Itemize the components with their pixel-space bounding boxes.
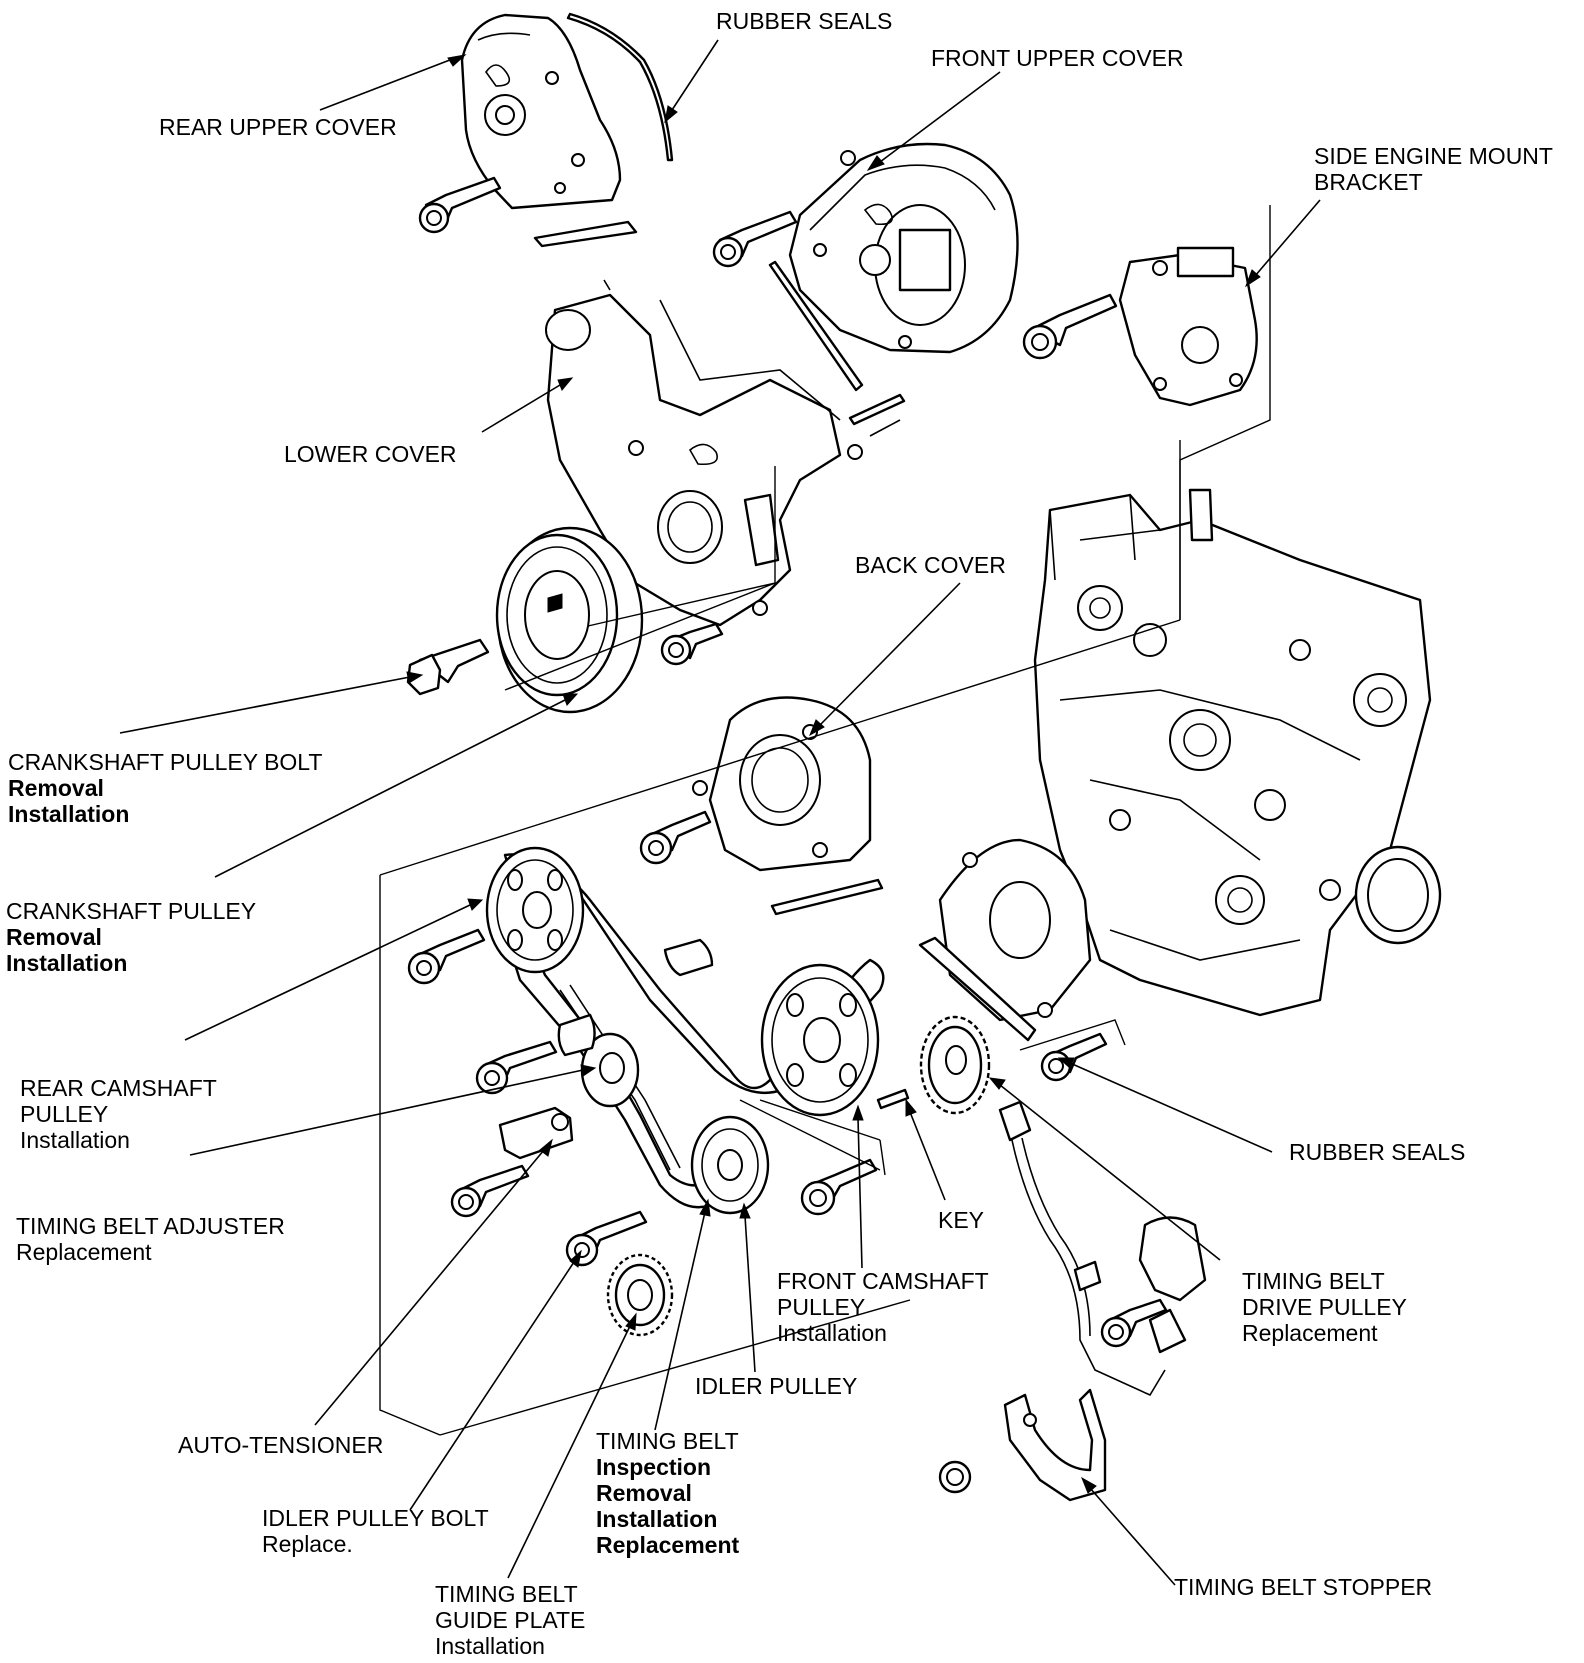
- sleeve: [557, 1013, 596, 1057]
- seal-strip: [848, 393, 906, 426]
- timing-belt-stopper: [1003, 1388, 1107, 1502]
- label-timing-belt-stopper: TIMING BELT STOPPER: [1174, 1574, 1433, 1600]
- label-line: SIDE ENGINE MOUNT: [1314, 143, 1553, 169]
- engine-block: [1033, 488, 1442, 1017]
- label-note: Removal: [6, 924, 102, 950]
- sleeve: [663, 938, 714, 977]
- label-note: Installation: [777, 1320, 887, 1346]
- rubber-seal-strip: [566, 12, 674, 162]
- front-camshaft-pulley: [760, 963, 880, 1117]
- label-rubber-seals-top: RUBBER SEALS: [716, 8, 893, 34]
- label-title: REAR CAMSHAFT: [20, 1075, 217, 1101]
- label-crankshaft-pulley: CRANKSHAFT PULLEY Removal Installation: [6, 898, 256, 976]
- bolt: [800, 1158, 878, 1216]
- side-engine-mount-bracket: [1118, 246, 1258, 407]
- label-title: FRONT CAMSHAFT: [777, 1268, 989, 1294]
- sensor-harness: [998, 1100, 1207, 1397]
- label-note: Installation: [596, 1506, 718, 1532]
- label-idler-pulley: IDLER PULLEY: [695, 1373, 858, 1399]
- timing-belt-drive-pulley: [919, 1015, 991, 1115]
- rear-upper-cover: [460, 13, 638, 248]
- label-note: Inspection: [596, 1454, 712, 1480]
- label-key: KEY: [938, 1207, 985, 1233]
- key: [876, 1088, 910, 1110]
- label-title: PULLEY: [777, 1294, 866, 1320]
- crankshaft-pulley: [495, 526, 644, 714]
- label-side-engine-mount-bracket: SIDE ENGINE MOUNT BRACKET: [1314, 143, 1553, 195]
- label-timing-belt: TIMING BELT Inspection Removal Installat…: [596, 1428, 739, 1558]
- timing-belt-guide-plate: [606, 1253, 674, 1337]
- label-note: Replacement: [1242, 1320, 1378, 1346]
- timing-belt-adjuster: [498, 1106, 574, 1160]
- label-front-camshaft-pulley: FRONT CAMSHAFT PULLEY Installation: [777, 1268, 989, 1346]
- bolt: [1100, 1298, 1168, 1348]
- label-title: CRANKSHAFT PULLEY: [6, 898, 257, 924]
- label-title: TIMING BELT: [596, 1428, 739, 1454]
- idler-pulley: [690, 1115, 770, 1215]
- label-rear-camshaft-pulley: REAR CAMSHAFT PULLEY Installation: [20, 1075, 217, 1153]
- bolt: [407, 928, 486, 985]
- bolt: [639, 810, 712, 865]
- label-title: GUIDE PLATE: [435, 1607, 586, 1633]
- label-idler-pulley-bolt: IDLER PULLEY BOLT Replace.: [262, 1505, 489, 1557]
- label-note: Installation: [435, 1633, 545, 1659]
- explode-guide-lines: [504, 466, 776, 691]
- label-note: Installation: [6, 950, 128, 976]
- bolt: [660, 622, 724, 666]
- label-note: Replacement: [16, 1239, 152, 1265]
- label-note: Removal: [8, 775, 104, 801]
- label-timing-belt-adjuster: TIMING BELT ADJUSTER Replacement: [16, 1213, 285, 1265]
- auto-tensioner-bolt: [450, 1164, 530, 1218]
- label-back-cover: BACK COVER: [855, 552, 1006, 578]
- bolt: [475, 1040, 558, 1095]
- label-title: IDLER PULLEY BOLT: [262, 1505, 489, 1531]
- label-title: PULLEY: [20, 1101, 109, 1127]
- lower-cover: [545, 279, 863, 627]
- label-note: Replace.: [262, 1531, 353, 1557]
- label-title: TIMING BELT ADJUSTER: [16, 1213, 285, 1239]
- label-title: TIMING BELT: [1242, 1268, 1385, 1294]
- label-title: DRIVE PULLEY: [1242, 1294, 1407, 1320]
- label-front-upper-cover: FRONT UPPER COVER: [931, 45, 1184, 71]
- front-upper-cover: [768, 142, 1019, 392]
- back-cover: [692, 696, 884, 916]
- bolt: [712, 210, 798, 268]
- label-timing-belt-guide-plate: TIMING BELT GUIDE PLATE Installation: [435, 1581, 585, 1659]
- label-title: CRANKSHAFT PULLEY BOLT: [8, 749, 323, 775]
- label-note: Installation: [8, 801, 130, 827]
- label-line: BRACKET: [1314, 169, 1423, 195]
- label-note: Removal: [596, 1480, 692, 1506]
- nut: [938, 1460, 972, 1494]
- bolt: [1022, 293, 1118, 360]
- label-rubber-seals-right: RUBBER SEALS: [1289, 1139, 1466, 1165]
- label-rear-upper-cover: REAR UPPER COVER: [159, 114, 397, 140]
- bolt: [418, 176, 502, 234]
- label-timing-belt-drive-pulley: TIMING BELT DRIVE PULLEY Replacement: [1242, 1268, 1407, 1346]
- leader-lines: [119, 39, 1321, 1586]
- rear-camshaft-pulley: [485, 846, 585, 974]
- label-auto-tensioner: AUTO-TENSIONER: [178, 1432, 384, 1458]
- tensioner-pulley: [580, 1032, 640, 1108]
- bolt: [1040, 1032, 1108, 1082]
- crankshaft-pulley-bolt: [406, 638, 490, 696]
- label-note: Replacement: [596, 1532, 740, 1558]
- label-lower-cover: LOWER COVER: [284, 441, 457, 467]
- label-title: TIMING BELT: [435, 1581, 578, 1607]
- label-note: Installation: [20, 1127, 130, 1153]
- back-plate: [918, 838, 1092, 1042]
- label-crankshaft-pulley-bolt: CRANKSHAFT PULLEY BOLT Removal Installat…: [8, 749, 322, 827]
